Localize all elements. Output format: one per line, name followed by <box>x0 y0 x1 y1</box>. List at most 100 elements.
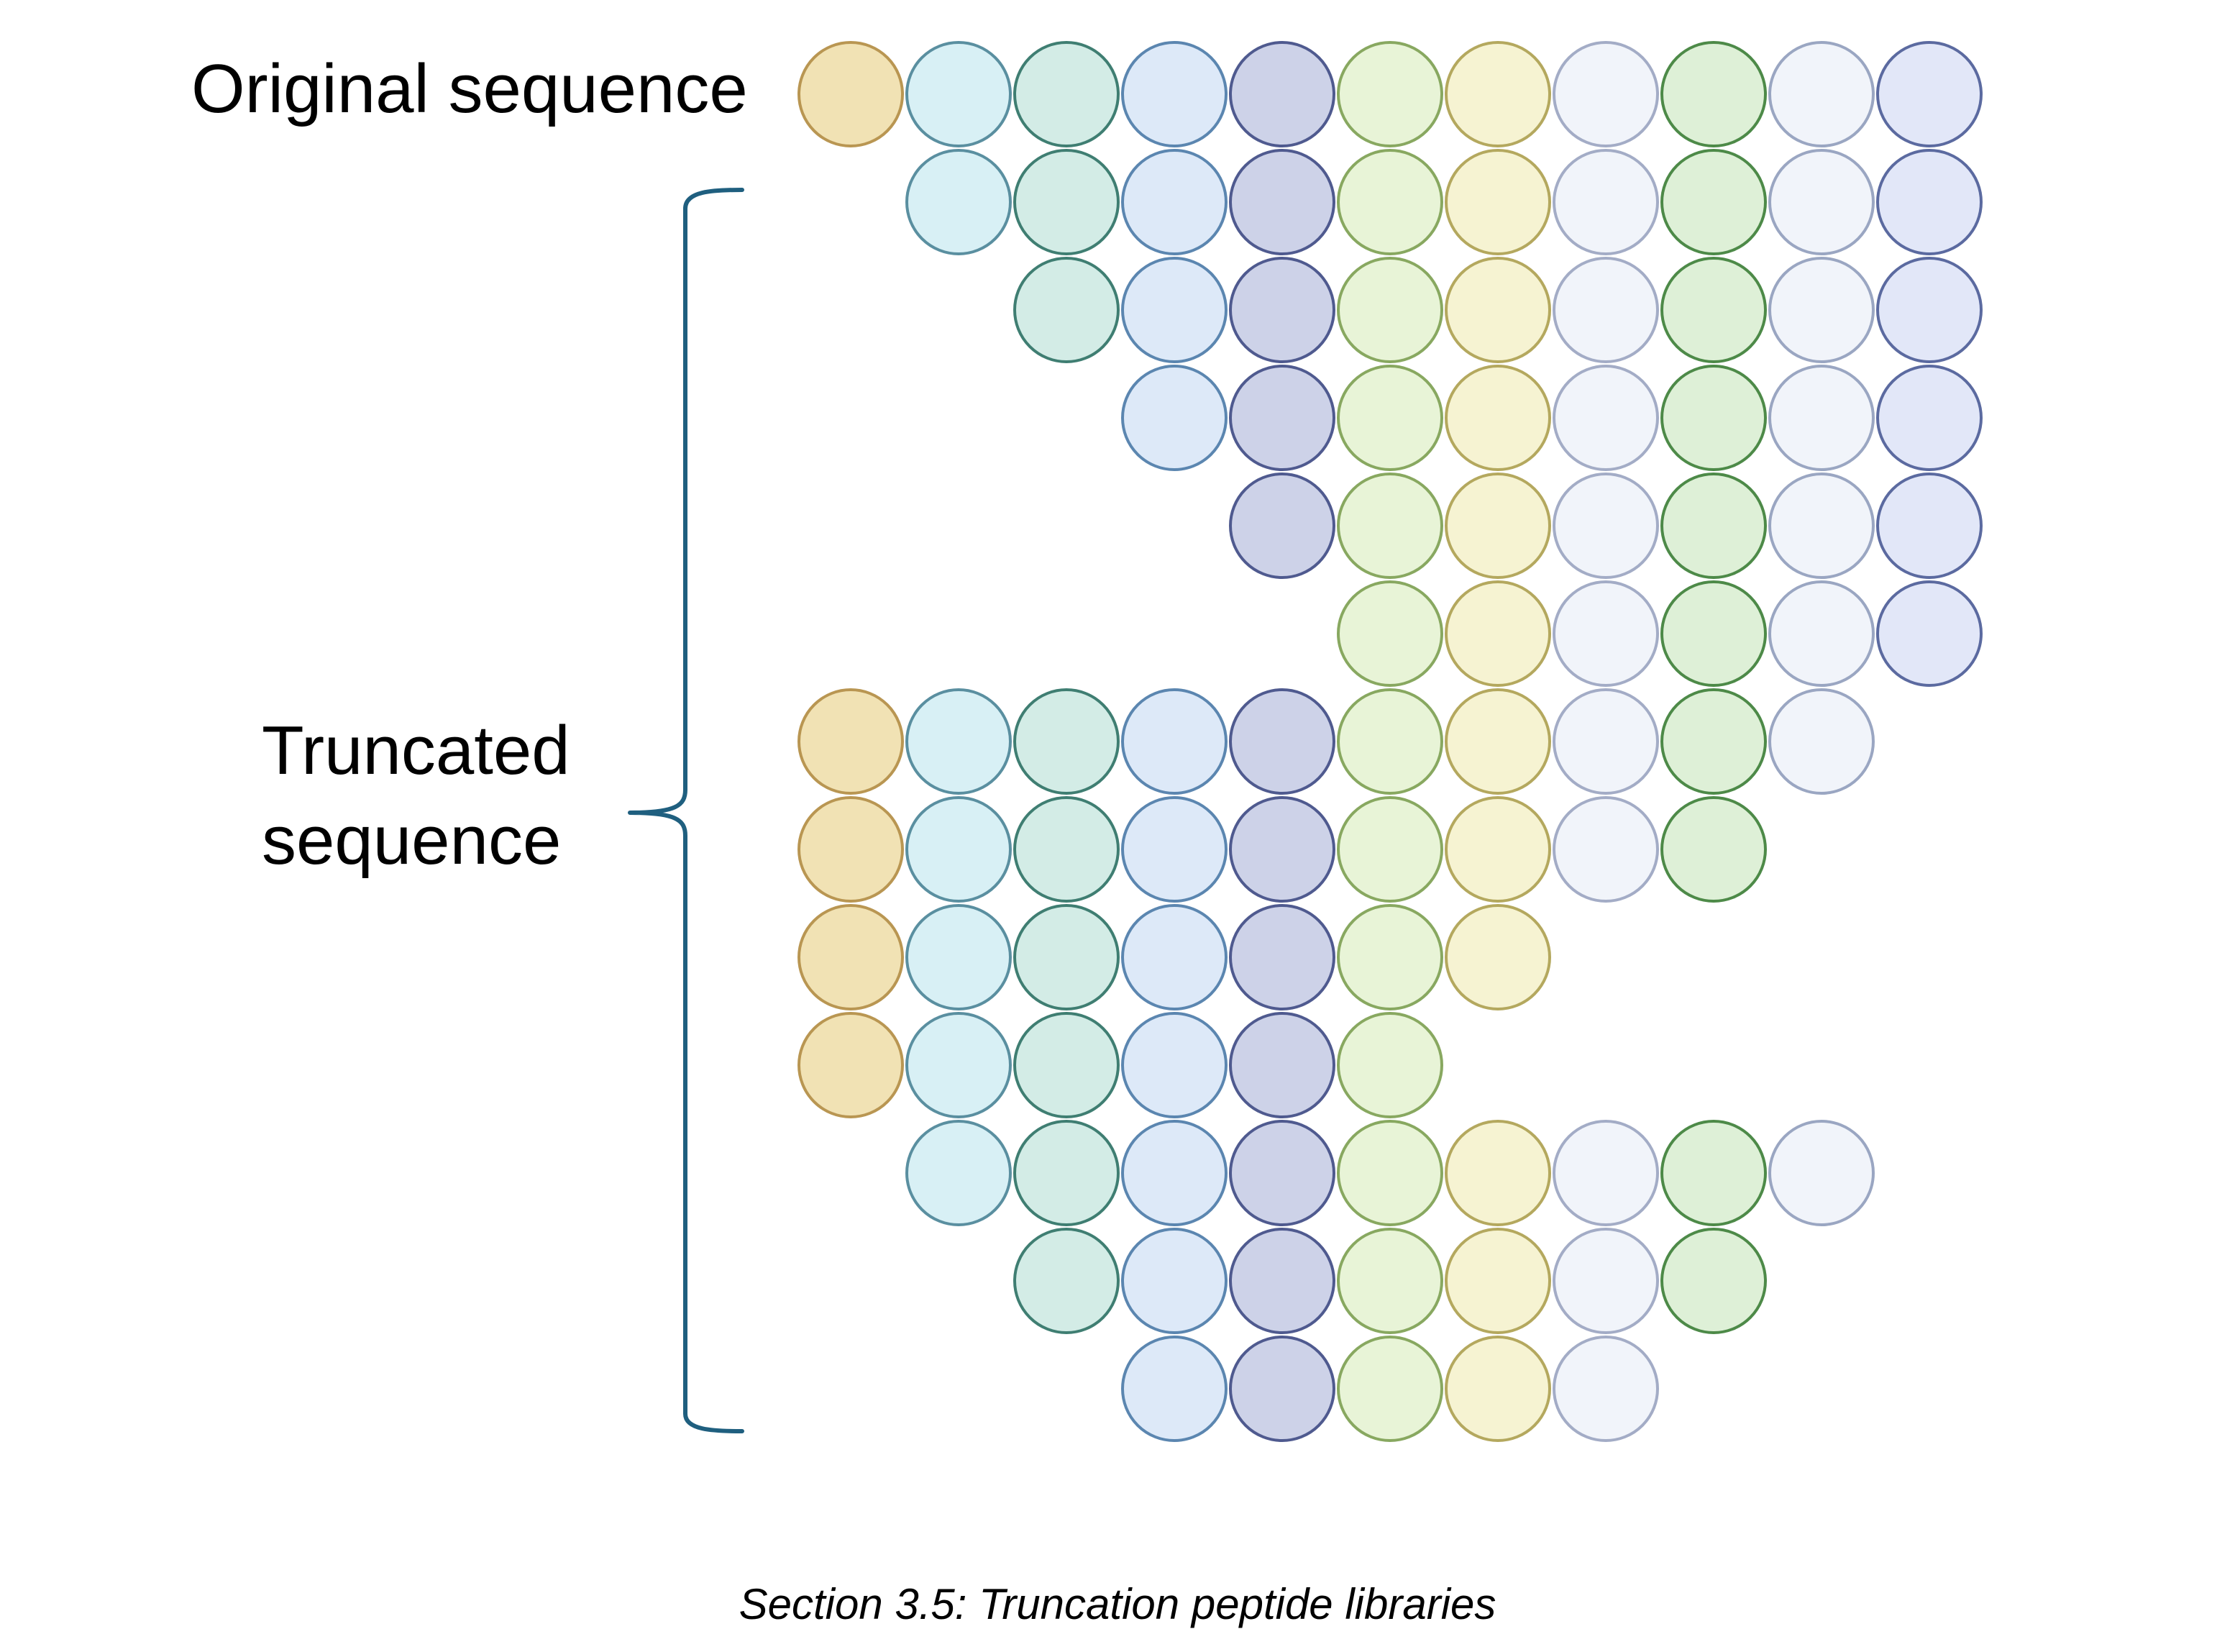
original-residue-2 <box>905 41 1012 147</box>
residue-circles <box>797 41 1983 1442</box>
original-residue-4 <box>1121 41 1228 147</box>
original-residue-9 <box>1660 41 1767 147</box>
truncated-4-residue-6 <box>1337 473 1443 579</box>
truncated-bracket <box>628 188 744 1433</box>
truncated-7-residue-9 <box>1660 796 1767 903</box>
truncated-7-residue-2 <box>905 796 1012 903</box>
truncated-9-residue-2 <box>905 1012 1012 1118</box>
truncated-11-residue-5 <box>1229 1228 1335 1334</box>
original-residue-6 <box>1337 41 1443 147</box>
truncated-10-residue-3 <box>1013 1120 1120 1226</box>
truncated-7-residue-7 <box>1445 796 1551 903</box>
truncated-12-residue-7 <box>1445 1336 1551 1442</box>
truncated-11-residue-3 <box>1013 1228 1120 1334</box>
truncated-4-residue-11 <box>1876 473 1983 579</box>
truncated-5-residue-9 <box>1660 580 1767 687</box>
truncated-12-residue-4 <box>1121 1336 1228 1442</box>
truncated-1-residue-8 <box>1553 149 1659 255</box>
truncated-3-residue-10 <box>1768 365 1875 471</box>
original-residue-8 <box>1553 41 1659 147</box>
truncated-12-residue-6 <box>1337 1336 1443 1442</box>
truncated-8-residue-2 <box>905 904 1012 1010</box>
truncated-6-residue-1 <box>797 688 904 795</box>
truncated-2-residue-9 <box>1660 257 1767 363</box>
truncated-9-residue-6 <box>1337 1012 1443 1118</box>
truncated-4-residue-7 <box>1445 473 1551 579</box>
truncated-1-residue-11 <box>1876 149 1983 255</box>
truncated-4-residue-10 <box>1768 473 1875 579</box>
truncated-10-residue-6 <box>1337 1120 1443 1226</box>
truncated-8-residue-3 <box>1013 904 1120 1010</box>
truncated-6-residue-2 <box>905 688 1012 795</box>
truncated-8-residue-7 <box>1445 904 1551 1010</box>
truncated-8-residue-1 <box>797 904 904 1010</box>
original-residue-11 <box>1876 41 1983 147</box>
truncated-6-residue-6 <box>1337 688 1443 795</box>
original-residue-10 <box>1768 41 1875 147</box>
truncated-7-residue-1 <box>797 796 904 903</box>
truncated-1-residue-6 <box>1337 149 1443 255</box>
truncated-6-residue-5 <box>1229 688 1335 795</box>
truncated-sequence-label: Truncated sequence <box>262 706 570 886</box>
truncated-11-residue-9 <box>1660 1228 1767 1334</box>
truncated-10-residue-7 <box>1445 1120 1551 1226</box>
truncated-7-residue-6 <box>1337 796 1443 903</box>
truncated-7-residue-8 <box>1553 796 1659 903</box>
truncated-7-residue-3 <box>1013 796 1120 903</box>
original-residue-1 <box>797 41 904 147</box>
truncated-8-residue-6 <box>1337 904 1443 1010</box>
original-residue-7 <box>1445 41 1551 147</box>
truncated-8-residue-4 <box>1121 904 1228 1010</box>
truncated-6-residue-4 <box>1121 688 1228 795</box>
truncated-6-residue-10 <box>1768 688 1875 795</box>
truncated-12-residue-8 <box>1553 1336 1659 1442</box>
figure-caption: Section 3.5: Truncation peptide librarie… <box>739 1580 1496 1628</box>
truncated-8-residue-5 <box>1229 904 1335 1010</box>
truncated-3-residue-5 <box>1229 365 1335 471</box>
truncated-4-residue-5 <box>1229 473 1335 579</box>
truncated-7-residue-5 <box>1229 796 1335 903</box>
truncated-3-residue-4 <box>1121 365 1228 471</box>
truncated-2-residue-3 <box>1013 257 1120 363</box>
truncated-2-residue-6 <box>1337 257 1443 363</box>
truncated-10-residue-10 <box>1768 1120 1875 1226</box>
truncated-1-residue-2 <box>905 149 1012 255</box>
truncated-3-residue-6 <box>1337 365 1443 471</box>
truncated-11-residue-7 <box>1445 1228 1551 1334</box>
original-residue-3 <box>1013 41 1120 147</box>
truncated-4-residue-8 <box>1553 473 1659 579</box>
truncated-2-residue-5 <box>1229 257 1335 363</box>
truncated-1-residue-5 <box>1229 149 1335 255</box>
truncated-3-residue-8 <box>1553 365 1659 471</box>
truncated-2-residue-11 <box>1876 257 1983 363</box>
truncated-10-residue-4 <box>1121 1120 1228 1226</box>
truncated-5-residue-11 <box>1876 580 1983 687</box>
truncated-1-residue-10 <box>1768 149 1875 255</box>
truncated-10-residue-2 <box>905 1120 1012 1226</box>
original-residue-5 <box>1229 41 1335 147</box>
truncated-12-residue-5 <box>1229 1336 1335 1442</box>
truncated-6-residue-9 <box>1660 688 1767 795</box>
truncated-3-residue-7 <box>1445 365 1551 471</box>
truncated-9-residue-4 <box>1121 1012 1228 1118</box>
truncated-1-residue-3 <box>1013 149 1120 255</box>
truncated-6-residue-7 <box>1445 688 1551 795</box>
truncated-7-residue-4 <box>1121 796 1228 903</box>
truncated-5-residue-6 <box>1337 580 1443 687</box>
truncated-6-residue-3 <box>1013 688 1120 795</box>
truncated-11-residue-4 <box>1121 1228 1228 1334</box>
truncated-10-residue-9 <box>1660 1120 1767 1226</box>
truncated-5-residue-8 <box>1553 580 1659 687</box>
truncated-2-residue-4 <box>1121 257 1228 363</box>
truncated-2-residue-7 <box>1445 257 1551 363</box>
truncated-label-line-2: sequence <box>262 801 562 879</box>
original-sequence-label: Original sequence <box>191 50 748 127</box>
truncated-10-residue-5 <box>1229 1120 1335 1226</box>
truncated-11-residue-8 <box>1553 1228 1659 1334</box>
truncated-9-residue-3 <box>1013 1012 1120 1118</box>
truncated-2-residue-8 <box>1553 257 1659 363</box>
truncated-5-residue-10 <box>1768 580 1875 687</box>
truncated-2-residue-10 <box>1768 257 1875 363</box>
truncated-3-residue-11 <box>1876 365 1983 471</box>
